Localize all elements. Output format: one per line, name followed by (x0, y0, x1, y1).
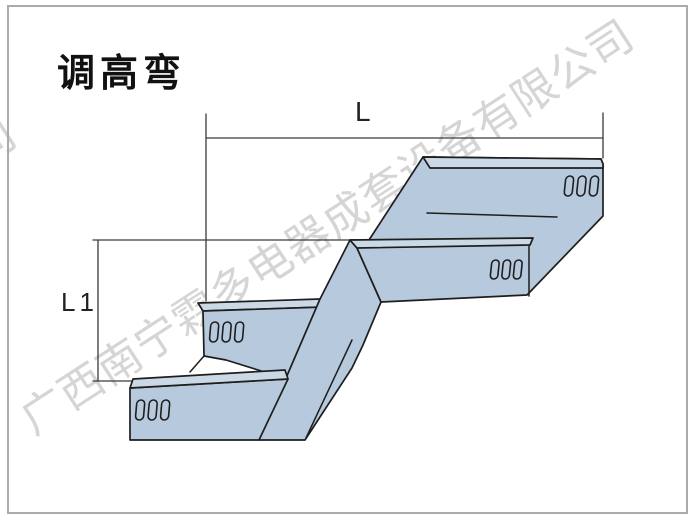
ventilation-slot (221, 321, 232, 343)
ventilation-slot (147, 399, 158, 421)
dimension-label-l1: L1 (61, 287, 98, 317)
mid-run-flange (349, 237, 534, 249)
ventilation-slot (134, 399, 146, 421)
ventilation-slot (233, 321, 245, 343)
slots-near-bottom (134, 399, 171, 421)
ventilation-slot (159, 399, 171, 421)
ventilation-slot (208, 321, 220, 343)
ventilation-slot (575, 175, 587, 197)
ventilation-slot (512, 259, 523, 280)
page-title: 调高弯 (57, 53, 187, 95)
upper-assembly-face (349, 156, 604, 303)
ventilation-slot (563, 175, 575, 197)
slots-mid-panel (489, 259, 523, 280)
top-panel-bottom-edge (426, 212, 558, 218)
top-run-flange (422, 156, 604, 169)
slots-top-panel (563, 175, 600, 197)
ventilation-slot (489, 259, 500, 280)
slope-band-fold (305, 339, 353, 439)
near-bottom-flange (129, 369, 289, 389)
dimension-label-l: L (355, 96, 371, 127)
far-bottom-end-edge (189, 355, 205, 373)
slots-far-bottom (208, 321, 245, 343)
ventilation-slot (501, 259, 512, 280)
ventilation-slot (588, 175, 600, 197)
